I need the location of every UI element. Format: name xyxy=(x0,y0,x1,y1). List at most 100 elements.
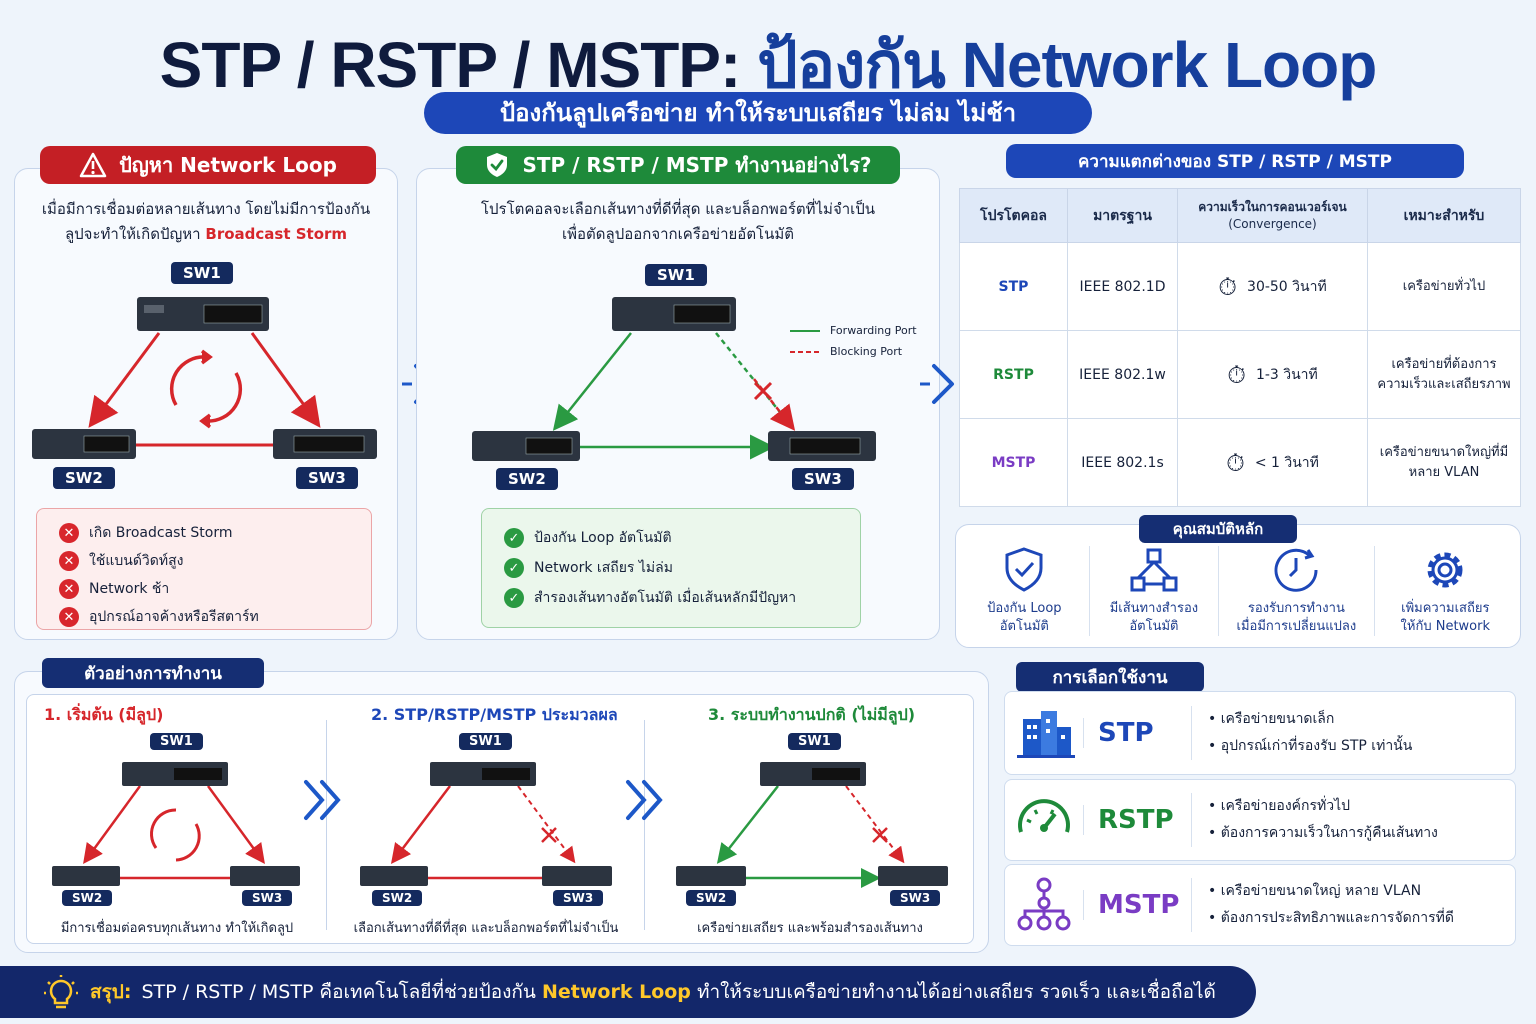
step3-caption: เครือข่ายเสถียร และพร้อมสำรองเส้นทาง xyxy=(697,921,923,936)
switch-sw2-device xyxy=(32,429,136,459)
problem-sw1-label: SW1 xyxy=(171,262,233,284)
selection-row-rstp: RSTP • เครือข่ายองค์กรทั่วไป• ต้องการควา… xyxy=(1004,779,1516,861)
step3-sw3: SW3 xyxy=(890,890,941,906)
switch-sw1-device xyxy=(612,297,736,331)
x-circle-icon: ✕ xyxy=(59,607,79,627)
stp-topology-diagram xyxy=(472,297,876,461)
step2-diagram xyxy=(360,762,612,886)
title-part2: ป้องกัน Network Loop xyxy=(757,29,1377,101)
selection-name: STP xyxy=(1083,718,1191,748)
warning-icon xyxy=(79,152,107,178)
benefit-item: ✓ป้องกัน Loop อัตโนมัติ xyxy=(504,523,838,553)
table-row: MSTP IEEE 802.1s ⏱< 1 วินาที เครือข่ายขน… xyxy=(959,418,1521,507)
speedometer-icon xyxy=(1018,799,1070,833)
selection-bullets: • เครือข่ายขนาดใหญ่ หลาย VLAN• ต้องการปร… xyxy=(1191,878,1454,932)
how-desc-line1: โปรโตคอลจะเลือกเส้นทางที่ดีที่สุด และบล็… xyxy=(480,200,876,218)
how-desc-line2: เพื่อตัดลูปออกจากเครือข่ายอัตโนมัติ xyxy=(562,225,794,243)
problem-sw2-label: SW2 xyxy=(53,467,115,489)
problem-loop-diagram xyxy=(32,297,377,459)
step3-title: 3. ระบบทำงานปกติ (ไม่มีลูป) xyxy=(708,705,916,724)
title-part1: STP / RSTP / MSTP: xyxy=(159,29,742,101)
broadcast-storm-highlight: Broadcast Storm xyxy=(205,225,348,243)
step1-sw3: SW3 xyxy=(242,890,293,906)
problem-desc-line2: ลูปจะทำให้เกิดปัญหา xyxy=(64,225,201,243)
features-heading: คุณสมบัติหลัก xyxy=(1139,515,1297,543)
how-desc: โปรโตคอลจะเลือกเส้นทางที่ดีที่สุด และบล็… xyxy=(420,197,936,247)
selection-row-stp: STP • เครือข่ายขนาดเล็ก• อุปกรณ์เก่าที่ร… xyxy=(1004,691,1516,775)
stopwatch-icon: ⏱ xyxy=(1226,448,1245,477)
step3-diagram xyxy=(676,762,948,888)
building-icon xyxy=(1017,711,1075,758)
step1-sw1: SW1 xyxy=(150,733,203,750)
selection-name: MSTP xyxy=(1083,890,1191,920)
blocked-x-icon xyxy=(753,381,773,401)
subtitle-banner: ป้องกันลูปเครือข่าย ทำให้ระบบเสถียร ไม่ล… xyxy=(424,92,1092,134)
x-circle-icon: ✕ xyxy=(59,579,79,599)
stopwatch-icon: ⏱ xyxy=(1227,360,1246,389)
step2-sw2: SW2 xyxy=(372,890,423,906)
switch-sw1-device xyxy=(137,297,269,331)
legend-blocking: Blocking Port xyxy=(830,345,903,358)
example-heading: ตัวอย่างการทำงาน xyxy=(42,658,264,688)
issue-item: ✕Network ช้า xyxy=(59,575,349,603)
problem-desc: เมื่อมีการเชื่อมต่อหลายเส้นทาง โดยไม่มีก… xyxy=(20,197,392,247)
link-sw1-sw2 xyxy=(88,332,161,428)
feature-item: เพิ่มความเสถียรให้กับ Network xyxy=(1373,546,1516,636)
how-heading-label: STP / RSTP / MSTP ทำงานอย่างไร? xyxy=(522,153,872,177)
check-circle-icon: ✓ xyxy=(504,558,524,578)
page-title: STP / RSTP / MSTP: ป้องกัน Network Loop xyxy=(0,14,1536,116)
stopwatch-icon: ⏱ xyxy=(1218,272,1238,301)
issue-item: ✕อุปกรณ์อาจค้างหรือรีสตาร์ท xyxy=(59,603,349,631)
feature-item: มีเส้นทางสำรองอัตโนมัติ xyxy=(1088,546,1219,636)
problem-issues-box: ✕เกิด Broadcast Storm ✕ใช้แบนด์วิดท์สูง … xyxy=(36,508,372,630)
problem-desc-line1: เมื่อมีการเชื่อมต่อหลายเส้นทาง โดยไม่มีก… xyxy=(41,200,371,218)
step1-diagram xyxy=(52,762,300,886)
how-sw1-label: SW1 xyxy=(645,264,707,286)
step2-sw1: SW1 xyxy=(459,733,512,750)
table-header-row: โปรโตคอล มาตรฐาน ความเร็วในการคอนเวอร์เจ… xyxy=(959,188,1521,243)
loop-cycle-icon xyxy=(169,349,243,429)
benefit-item: ✓Network เสถียร ไม่ล่ม xyxy=(504,553,838,583)
check-circle-icon: ✓ xyxy=(504,588,524,608)
switch-sw2-device xyxy=(472,431,580,461)
shield-check-icon xyxy=(487,153,508,177)
step1-caption: มีการเชื่อมต่อครบทุกเส้นทาง ทำให้เกิดลูป xyxy=(60,921,294,936)
selection-name: RSTP xyxy=(1083,805,1191,835)
clock-icon xyxy=(1274,548,1318,592)
gear-icon xyxy=(1427,552,1463,588)
how-heading: STP / RSTP / MSTP ทำงานอย่างไร? xyxy=(456,146,900,184)
switch-sw3-device xyxy=(768,431,876,461)
table-row: STP IEEE 802.1D ⏱30-50 วินาที เครือข่ายท… xyxy=(959,242,1521,331)
x-circle-icon: ✕ xyxy=(59,551,79,571)
summary-label: สรุป: xyxy=(90,981,132,1003)
step1-sw2: SW2 xyxy=(62,890,113,906)
how-sw3-label: SW3 xyxy=(792,468,854,490)
issue-item: ✕เกิด Broadcast Storm xyxy=(59,519,349,547)
summary-bar: สรุป: STP / RSTP / MSTP คือเทคโนโลยีที่ช… xyxy=(0,966,1256,1018)
problem-sw3-label: SW3 xyxy=(296,467,358,489)
link-sw1-sw3 xyxy=(250,332,321,428)
hierarchy-icon xyxy=(1017,877,1071,931)
x-circle-icon: ✕ xyxy=(59,523,79,543)
topology-icon xyxy=(1130,548,1178,592)
compare-heading: ความแตกต่างของ STP / RSTP / MSTP xyxy=(1006,144,1464,178)
how-benefits-box: ✓ป้องกัน Loop อัตโนมัติ ✓Network เสถียร … xyxy=(481,508,861,628)
table-row: RSTP IEEE 802.1w ⏱1-3 วินาที เครือข่ายที… xyxy=(959,330,1521,419)
step3-sw1: SW1 xyxy=(788,733,841,750)
issue-item: ✕ใช้แบนด์วิดท์สูง xyxy=(59,547,349,575)
feature-item: รองรับการทำงานเมื่อมีการเปลี่ยนแปลง xyxy=(1218,546,1373,636)
forward-link-sw1-sw2 xyxy=(552,332,632,431)
step2-sw3: SW3 xyxy=(553,890,604,906)
problem-heading: ปัญหา Network Loop xyxy=(40,146,376,184)
step1-title: 1. เริ่มต้น (มีลูป) xyxy=(44,705,164,724)
benefit-item: ✓สำรองเส้นทางอัตโนมัติ เมื่อเส้นหลักมีปั… xyxy=(504,583,838,613)
example-diagrams xyxy=(52,762,948,888)
summary-text: STP / RSTP / MSTP คือเทคโนโลยีที่ช่วยป้อ… xyxy=(141,981,1216,1003)
problem-heading-label: ปัญหา Network Loop xyxy=(119,153,337,177)
check-circle-icon: ✓ xyxy=(504,528,524,548)
step2-title: 2. STP/RSTP/MSTP ประมวลผล xyxy=(371,705,618,724)
switch-sw3-device xyxy=(273,429,377,459)
legend-forwarding: Forwarding Port xyxy=(830,324,917,337)
